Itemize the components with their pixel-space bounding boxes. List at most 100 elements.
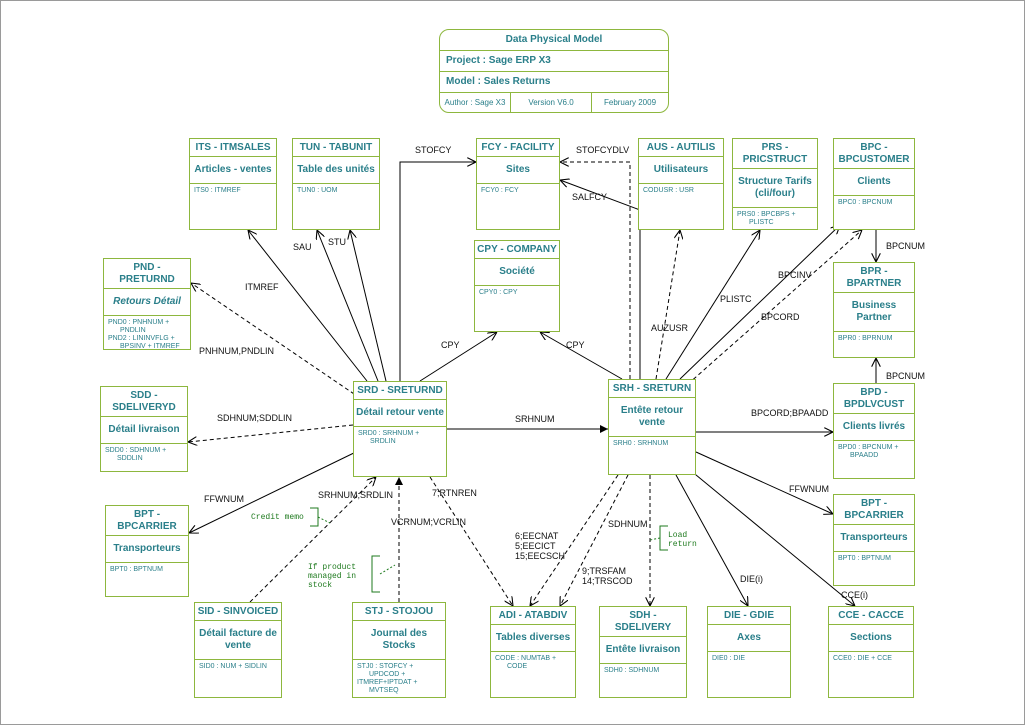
entity-key-line: TUN0 : UOM xyxy=(297,187,338,194)
entity-title: Clients xyxy=(834,169,914,196)
entity-title: Journal des Stocks xyxy=(353,621,445,660)
entity-key-line: BPAADD xyxy=(850,452,879,459)
edge-srd-adi xyxy=(429,476,513,606)
entity-title: Entête retour vente xyxy=(609,398,695,437)
entity-title: Entête livraison xyxy=(600,637,686,664)
edge-srd-pnd xyxy=(191,283,361,399)
note-line: stock xyxy=(308,581,333,590)
entity-key-line: SDH0 : SDHNUM xyxy=(604,667,660,674)
relation-label-cce: CCE(i) xyxy=(841,590,868,600)
entity-title: Détail livraison xyxy=(101,417,187,444)
relation-label-ffwnum2: FFWNUM xyxy=(789,484,829,494)
relation-label-itmref: ITMREF xyxy=(245,282,279,292)
edge-srh-die xyxy=(675,474,748,606)
entity-keys: STJ0 : STOFCY +UPDCOD +ITMREF+IPTDAT +MV… xyxy=(353,660,445,698)
entity-key-line: PLISTC xyxy=(749,219,774,226)
entity-key-line: BPC0 : BPCNUM xyxy=(838,199,893,206)
entity-code: PND - PRETURND xyxy=(104,259,190,289)
relation-label-auzusr: AUZUSR xyxy=(651,323,689,333)
relation-label-srhnum-srdlin: SRHNUM;SRDLIN xyxy=(318,490,394,500)
entity-title: Structure Tarifs (cli/four) xyxy=(733,169,817,208)
relation-label-vcrnum: VCRNUM;VCRLIN xyxy=(391,517,467,527)
entity-key-line: CPY0 : CPY xyxy=(479,289,518,296)
entity-key-line: PRS0 : BPCBPS + xyxy=(737,211,796,218)
entity-title: Tables diverses xyxy=(491,625,575,652)
relation-label-srhnum: SRHNUM xyxy=(515,414,555,424)
entity-keys: CODUSR : USR xyxy=(639,184,723,198)
edge-srh-bpc-ord xyxy=(687,230,862,385)
entity-keys: BPR0 : BPRNUM xyxy=(834,332,914,346)
entity-keys: BPT0 : BPTNUM xyxy=(834,552,914,566)
meta-row: Author : Sage X3 Version V6.0 February 2… xyxy=(440,93,668,112)
relation-label-die: DIE(i) xyxy=(740,574,763,584)
relation-label-stu: STU xyxy=(328,237,346,247)
edge-sid-srd xyxy=(249,477,376,603)
entity-key-line: FCY0 : FCY xyxy=(481,187,519,194)
entity-title: Table des unités xyxy=(293,157,379,184)
entity-key-line: UPDCOD + xyxy=(369,671,406,678)
version: Version V6.0 xyxy=(511,93,592,112)
edge-srd-sdd xyxy=(188,424,354,442)
entity-code: SDD - SDELIVERYD xyxy=(101,387,187,417)
entity-code: SRD - SRETURND xyxy=(354,382,446,400)
entity-code: TUN - TABUNIT xyxy=(293,139,379,157)
relation-label-stofcy: STOFCY xyxy=(415,145,452,155)
edge-srd-its xyxy=(248,230,368,382)
note-credit-memo: Credit memo xyxy=(251,513,304,522)
edge-srh-adi-nat xyxy=(530,474,619,606)
entity-title: Axes xyxy=(708,625,790,652)
relation-label-cpy-srd: CPY xyxy=(441,340,460,350)
relation-label-pnhnum: PNHNUM,PNDLIN xyxy=(199,346,275,356)
credit-memo-bracket-link xyxy=(317,516,331,524)
if-product-bracket-link xyxy=(379,564,396,575)
entity-title: Sections xyxy=(829,625,913,652)
entity-key-line: SDDLIN xyxy=(117,455,143,462)
edge-srd-bpt1 xyxy=(189,449,361,533)
relation-label-sdhnum-sddlin: SDHNUM;SDDLIN xyxy=(217,413,293,423)
entity-key-line: SRD0 : SRHNUM + xyxy=(358,430,420,437)
entity-key-line: CODUSR : USR xyxy=(643,187,694,194)
edge-srh-bpt2 xyxy=(695,451,833,514)
entity-title: Détail facture de vente xyxy=(195,621,281,660)
entity-key-line: BPT0 : BPTNUM xyxy=(110,566,163,573)
entity-key-line: SID0 : NUM + SIDLIN xyxy=(199,663,267,670)
entity-code: SID - SINVOICED xyxy=(195,603,281,621)
entity-key-line: SDD0 : SDHNUM + xyxy=(105,447,167,454)
entity-key-line: BPT0 : BPTNUM xyxy=(838,555,891,562)
entity-key-line: BPR0 : BPRNUM xyxy=(838,335,893,342)
entity-keys: BPC0 : BPCNUM xyxy=(834,196,914,210)
relation-label-salfcy: SALFCY xyxy=(572,192,608,202)
note-line: If product xyxy=(308,563,357,572)
entity-key-line: BPSINV + ITMREF xyxy=(120,343,180,350)
entity-code: BPR - BPARTNER xyxy=(834,263,914,293)
entity-code: AUS - AUTILIS xyxy=(639,139,723,157)
entity-key-line: DIE0 : DIE xyxy=(712,655,746,662)
edge-srd-cpy xyxy=(419,332,497,382)
relation-label-eecsch: 15;EECSCH xyxy=(515,551,566,561)
edge-srh-prs xyxy=(665,230,760,380)
entity-code: SRH - SRETURN xyxy=(609,380,695,398)
entity-code: BPD - BPDLVCUST xyxy=(834,384,914,414)
entity-title: Transporteurs xyxy=(834,525,914,552)
note-line: managed in xyxy=(308,572,357,581)
entity-title: Business Partner xyxy=(834,293,914,332)
entity-keys: DIE0 : DIE xyxy=(708,652,790,666)
relation-label-trsfam: 9;TRSFAM xyxy=(582,566,627,576)
entity-code: DIE - GDIE xyxy=(708,607,790,625)
entity-keys: SRH0 : SRHNUM xyxy=(609,437,695,451)
entity-keys: CODE : NUMTAB +CODE xyxy=(491,652,575,674)
entity-keys: BPD0 : BPCNUM +BPAADD xyxy=(834,441,914,463)
entity-key-line: ITMREF+IPTDAT + xyxy=(357,679,418,686)
entity-keys: TUN0 : UOM xyxy=(293,184,379,198)
entity-key-line: PND0 : PNHNUM + xyxy=(108,319,170,326)
